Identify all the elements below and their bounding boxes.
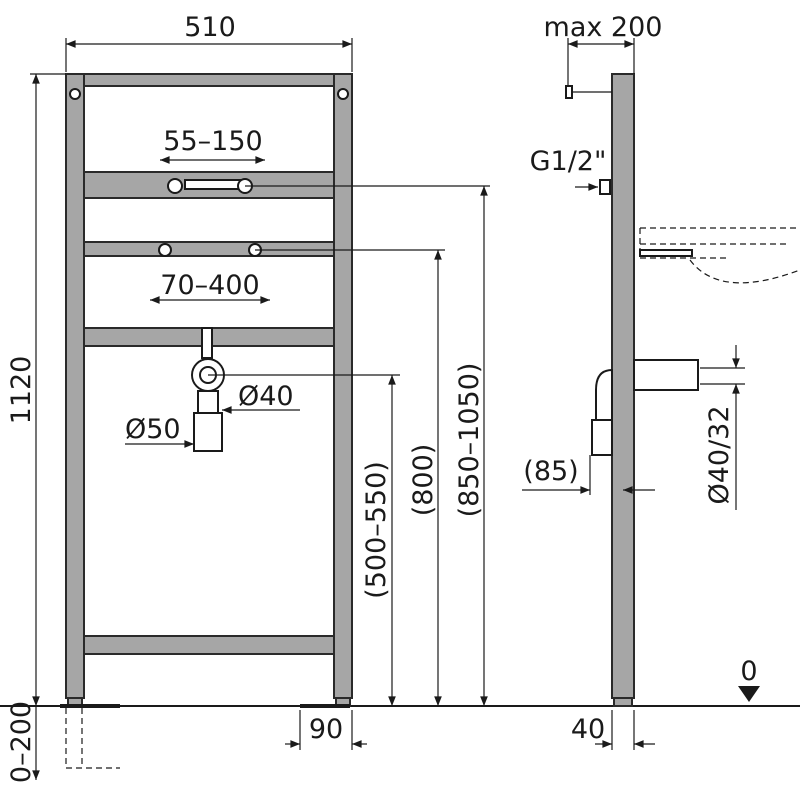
label-drain-offset: (85) [523, 456, 578, 487]
label-fixing-spacing: 70–400 [160, 270, 259, 301]
label-adjustable-feet: 0–200 [6, 701, 37, 783]
label-drain-diameter: Ø40/32 [704, 405, 735, 504]
label-supply-height: (850–1050) [454, 363, 485, 518]
label-supply-projection: max 200 [544, 12, 663, 43]
label-fixing-height: (800) [408, 444, 439, 517]
label-frame-depth: 40 [571, 714, 605, 745]
front-frame [60, 73, 353, 708]
label-drain-inlet: Ø50 [125, 414, 181, 445]
side-frame [565, 73, 800, 707]
drain-siphon [191, 327, 225, 452]
label-supply-thread: G1/2" [530, 146, 607, 177]
label-connection-spacing: 55–150 [163, 126, 262, 157]
label-drain-outlet: Ø40 [238, 381, 294, 412]
adjustable-feet-dashed [65, 708, 120, 769]
label-foot-offset: 90 [309, 714, 343, 745]
side-dimension-lines [522, 38, 760, 750]
label-total-height: 1120 [6, 356, 37, 425]
label-width: 510 [184, 12, 236, 43]
dimension-lines [30, 38, 490, 781]
label-drain-height: (500–550) [361, 461, 392, 599]
label-floor-level: 0 [740, 656, 757, 687]
